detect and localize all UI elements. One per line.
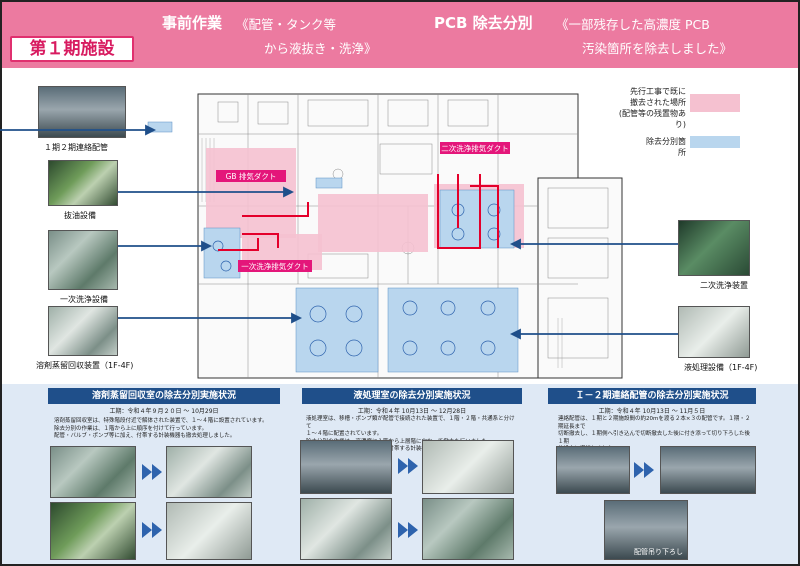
panel-period-liquid: 工期：令和４年 10月13日 ～ 12月28日 [357, 408, 467, 415]
arrow-right-icon [152, 464, 162, 480]
liquid-after-photo-2 [422, 498, 514, 560]
removed-area [206, 148, 296, 238]
panel-title-connection-pipe: Ｉ－２期連絡配管の除去分別実施状況 [548, 388, 756, 404]
panel-body-connection-pipe: 連絡配管は、１期と２期施設間の約20mを渡る２本×３の配管です。１期・２期延長ま… [558, 416, 751, 452]
title-pre-work: 事前作業 [162, 14, 223, 32]
subtitle-pre-work-2: から液抜き・洗浄》 [264, 41, 377, 56]
photo-caption: 液処理設備（1F-4F) [684, 363, 758, 372]
arrow-right-icon [634, 462, 644, 478]
photo-caption: １期２期連絡配管 [44, 143, 108, 152]
liquid-after-photo [422, 440, 514, 494]
arrow-right-icon [644, 462, 654, 478]
subtitle-pre-work-1: 《配管・タンク等 [236, 17, 337, 32]
solvent-after-photo-2 [166, 502, 252, 560]
arrow-right-icon [408, 458, 418, 474]
solvent-after-photo [166, 446, 252, 498]
panel-body-solvent: 溶剤蒸留回収室は、特殊階段付近で解体された装置で、１～４階に設置されています。 … [54, 418, 268, 439]
liquid-before-photo-2 [300, 498, 392, 560]
arrow-right-icon [408, 522, 418, 538]
gb-duct-label: GB 排気ダクト [226, 171, 277, 181]
legend-removed-swatch [690, 94, 740, 112]
panel-period-solvent: 工期：令和４年９月２０日 ～ 10月29日 [109, 408, 219, 415]
pipe-lowering-caption: 配管吊り下ろし [634, 548, 683, 556]
secondary-duct-label: 二次洗浄排気ダクト [441, 143, 509, 153]
panel-title-liquid: 液処理室の除去分別実施状況 [302, 388, 522, 404]
arrow-right-icon [398, 522, 408, 538]
secondary-wash-photo [678, 220, 750, 276]
photo-caption: 一次洗浄設備 [60, 295, 108, 304]
photo-caption: 抜油設備 [64, 211, 96, 220]
pipe-lowering-photo [604, 500, 688, 560]
subtitle-pcb-1: 《一部残存した高濃度 PCB [556, 17, 710, 32]
subtitle-pcb-2: 汚染箇所を除去しました》 [582, 41, 733, 56]
panel-body-liquid: 液処理室は、移槽・ポンプ類が配管で接続された装置で、１階・２階・共通系と分けて … [306, 416, 515, 452]
legend-separation-text: 除去分別箇所 [646, 137, 686, 157]
solvent-distill-photo [48, 306, 118, 356]
solvent-before-photo-2 [50, 502, 136, 560]
legend-separation-swatch [690, 136, 740, 148]
panel-title-solvent: 溶剤蒸留回収室の除去分別実施状況 [48, 388, 280, 404]
facility-label: 第１期施設 [10, 36, 134, 62]
arrow-right-icon [142, 522, 152, 538]
pipe-before-photo [556, 446, 630, 494]
legend-removed-text: 先行工事で既に 撤去された場所 (配管等の残置物あり) [618, 87, 686, 129]
floor-plan: GB 排気ダクト 二次洗浄排気ダクト 一次洗浄排気ダクト [0, 93, 678, 379]
solvent-before-photo [50, 446, 136, 498]
photo-caption: 溶剤蒸留回収装置（1F-4F) [36, 361, 134, 370]
photo-caption: 二次洗浄装置 [700, 281, 748, 290]
arrow-right-icon [152, 522, 162, 538]
primary-wash-photo [48, 230, 118, 290]
liquid-before-photo [300, 440, 392, 494]
header-banner: 第１期施設 事前作業 《配管・タンク等 から液抜き・洗浄》 PCB 除去分別 《… [2, 2, 798, 68]
liquid-treatment-photo [678, 306, 750, 358]
title-pcb-removal: PCB 除去分別 [434, 14, 533, 32]
arrow-right-icon [142, 464, 152, 480]
panel-period-connection-pipe: 工期：令和４年 10月13日 ～ 11月５日 [598, 408, 706, 415]
arrow-right-icon [398, 458, 408, 474]
pipe-after-photo [660, 446, 756, 494]
oil-equipment-photo [48, 160, 118, 206]
primary-duct-label: 一次洗浄排気ダクト [241, 261, 309, 271]
removed-area [318, 194, 428, 252]
